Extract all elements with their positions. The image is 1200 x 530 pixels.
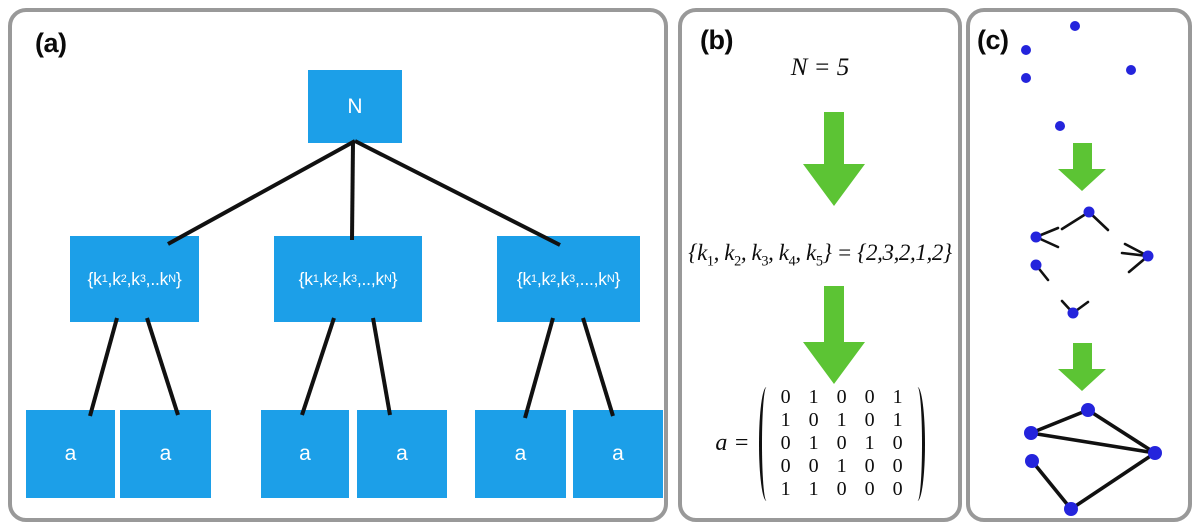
graph-node xyxy=(1024,426,1038,440)
matrix-row: 1 0 1 0 1 xyxy=(780,409,903,431)
graph-half-edge xyxy=(1123,242,1150,258)
graph-node xyxy=(1021,73,1031,83)
tree-edge xyxy=(371,317,392,416)
graph-node xyxy=(1126,65,1136,75)
tree-edge xyxy=(145,317,180,416)
panel-b-label: (b) xyxy=(700,25,733,55)
green-down-arrow-icon xyxy=(803,286,865,384)
graph-half-edge xyxy=(1087,210,1110,232)
n-equals-5-equation: N = 5 xyxy=(790,54,850,81)
graph-node xyxy=(1081,403,1095,417)
green-down-arrow-icon xyxy=(1058,343,1106,391)
graph-node xyxy=(1064,502,1078,516)
graph-edge xyxy=(1030,459,1073,511)
degree-sequence-equation: {k1, k2, k3, k4, k5} = {2,3,2,1,2} xyxy=(688,240,952,270)
matrix-lhs: a = xyxy=(715,430,750,456)
green-down-arrow-icon xyxy=(803,112,865,206)
matrix-row: 0 1 0 0 1 xyxy=(780,386,903,408)
panel-b-content: (b) N = 5 {k1, k2, k3, k4, k5} = {2,3,2,… xyxy=(682,12,958,518)
graph-node xyxy=(1142,250,1154,262)
panel-c-graphics-layer xyxy=(1021,21,1162,516)
matrix-row: 1 1 0 0 0 xyxy=(780,478,903,500)
tree-edge xyxy=(354,139,561,247)
graph-half-edge xyxy=(1120,251,1150,258)
leaf-box-a-3: a xyxy=(261,410,349,498)
graph-node xyxy=(1148,446,1162,460)
matrix-row: 0 0 1 0 0 xyxy=(780,455,903,477)
graph-edge xyxy=(1070,451,1156,511)
graph-half-edge xyxy=(1034,226,1060,239)
graph-node xyxy=(1021,45,1031,55)
graph-half-edge xyxy=(1071,300,1090,315)
graph-half-edge xyxy=(1127,254,1150,274)
leaf-box-a-4: a xyxy=(357,410,447,498)
graph-edge xyxy=(1087,408,1156,455)
leaf-box-a-5: a xyxy=(475,410,566,498)
panel-c-content: (c) xyxy=(970,12,1188,518)
panel-c-label: (c) xyxy=(977,25,1009,55)
tree-edge xyxy=(88,317,119,417)
leaf-box-a-6: a xyxy=(573,410,663,498)
graph-half-edge xyxy=(1034,235,1060,249)
graph-half-edge xyxy=(1060,210,1091,231)
graph-node xyxy=(1083,206,1095,218)
graph-node xyxy=(1070,21,1080,31)
tree-root-box: N xyxy=(308,70,402,143)
graph-node xyxy=(1055,121,1065,131)
graph-half-edge xyxy=(1034,263,1050,282)
graph-half-edge xyxy=(1060,299,1075,315)
graph-node xyxy=(1030,259,1042,271)
tree-edge xyxy=(167,139,356,246)
graph-node xyxy=(1030,231,1042,243)
tree-edge xyxy=(523,317,555,419)
leaf-box-a-2: a xyxy=(120,410,211,498)
panel-c: (c) xyxy=(966,8,1192,522)
graph-node xyxy=(1067,307,1079,319)
matrix-paren-close xyxy=(910,386,925,501)
panel-b: (b) N = 5 {k1, k2, k3, k4, k5} = {2,3,2,… xyxy=(678,8,962,522)
panel-a-label: (a) xyxy=(35,28,67,58)
adjacency-matrix: a = 0 1 0 0 1 1 0 1 0 1 0 1 0 1 0 0 0 1 … xyxy=(682,386,958,501)
tree-edge xyxy=(350,140,355,241)
graph-node xyxy=(1025,454,1039,468)
tree-edge xyxy=(300,317,336,416)
tree-edge xyxy=(581,317,615,417)
graph-edge xyxy=(1030,408,1089,435)
matrix-row: 0 1 0 1 0 xyxy=(780,432,903,454)
matrix-grid: 0 1 0 0 1 1 0 1 0 1 0 1 0 1 0 0 0 1 0 0 … xyxy=(776,386,908,501)
green-down-arrow-icon xyxy=(1058,143,1106,191)
graph-edge xyxy=(1030,431,1156,455)
matrix-paren-open xyxy=(758,386,774,501)
leaf-box-a-1: a xyxy=(26,410,115,498)
